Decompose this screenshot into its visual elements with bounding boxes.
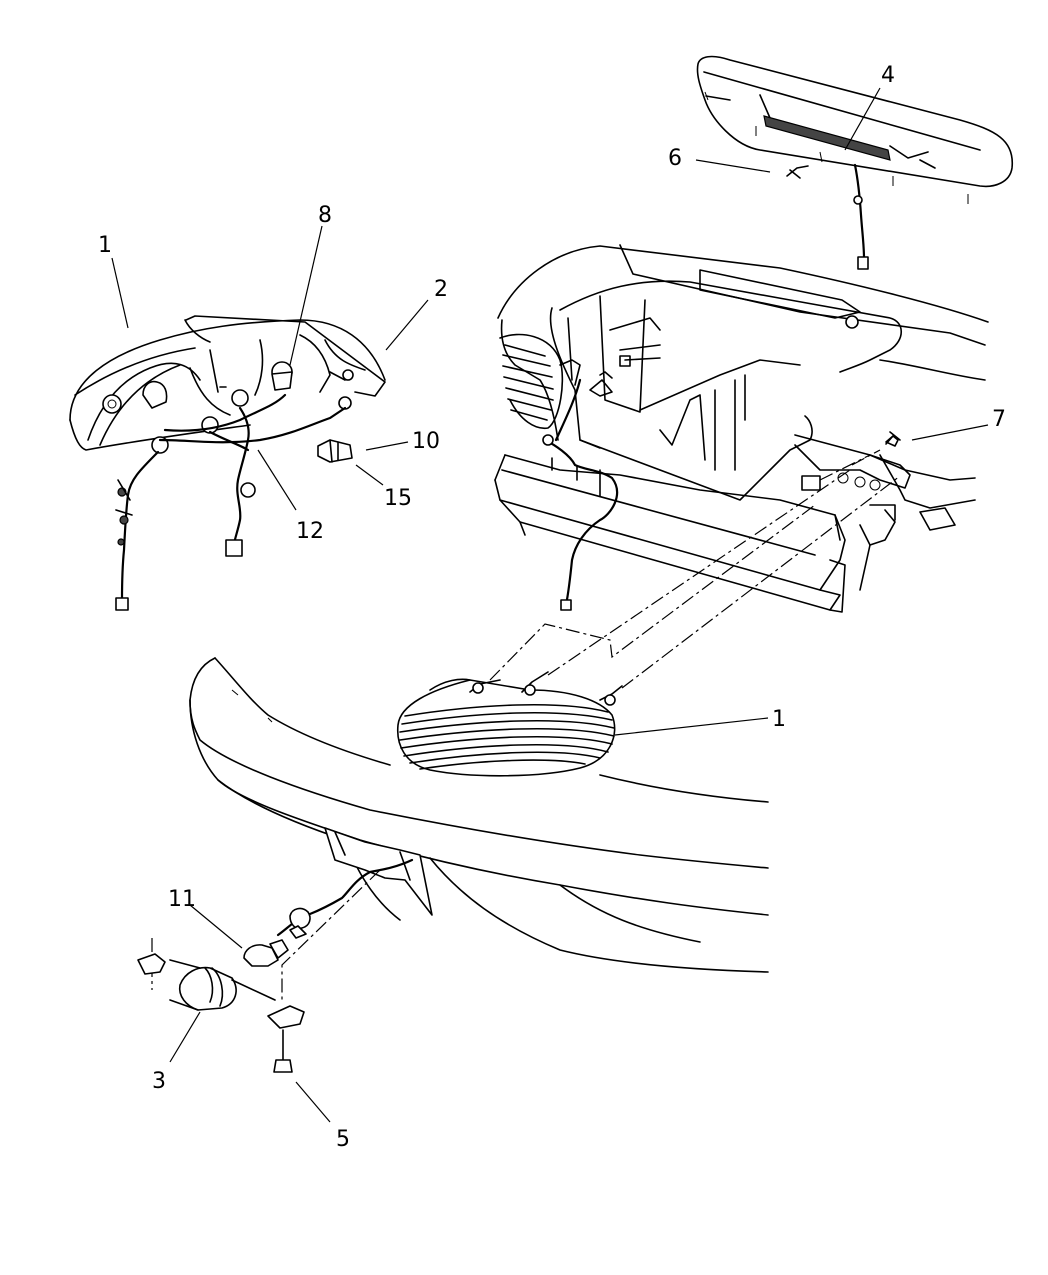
callout-3: 3	[152, 1069, 166, 1094]
callout-labels: 1 1 2 3 4 5 6 7 8 10 11 12 15	[98, 63, 1006, 1152]
callout-12: 12	[296, 519, 324, 544]
callout-15: 15	[384, 486, 412, 511]
vehicle-rear-trunk	[494, 244, 989, 613]
callout-10: 10	[412, 429, 440, 454]
callout-11: 11	[168, 887, 196, 912]
callout-6: 6	[668, 146, 682, 171]
tail-lamp-assembly-exploded	[69, 315, 386, 611]
license-lamp-assembly	[137, 858, 414, 1073]
callout-1-right: 1	[772, 707, 786, 732]
callout-1-left: 1	[98, 233, 112, 258]
callout-5: 5	[336, 1127, 350, 1152]
tail-lamp-lens	[396, 449, 901, 777]
callout-2: 2	[434, 277, 448, 302]
leader-lines	[111, 87, 989, 1123]
callout-4: 4	[881, 63, 895, 88]
callout-7: 7	[992, 407, 1006, 432]
high-mount-stop-lamp-assembly	[696, 55, 1014, 270]
callout-8: 8	[318, 203, 332, 228]
